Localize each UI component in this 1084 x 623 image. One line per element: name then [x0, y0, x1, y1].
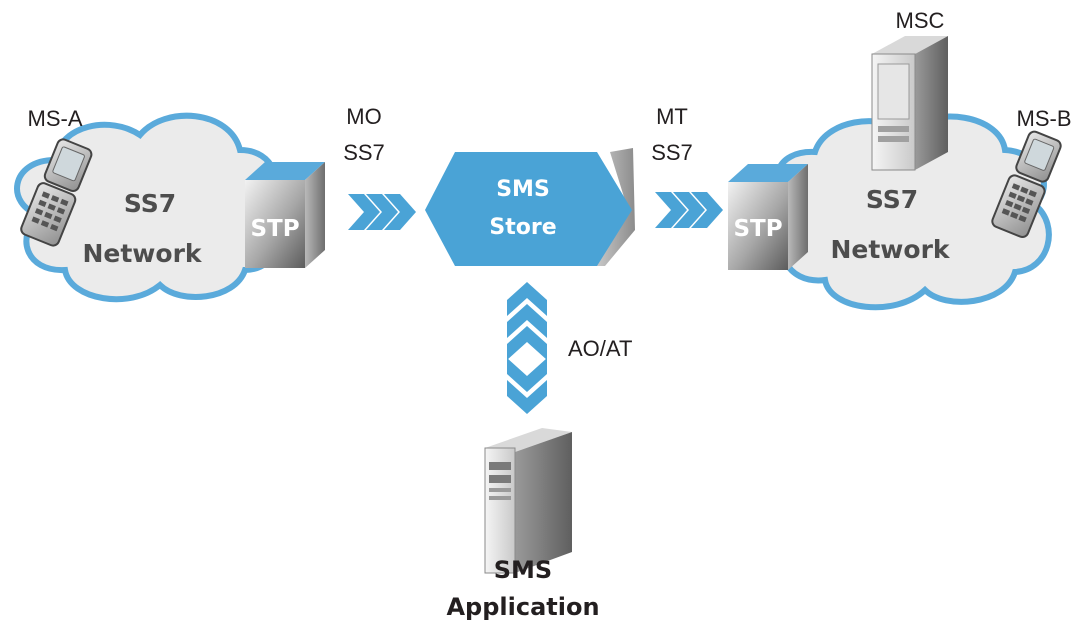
right-network-label-line2: Network — [830, 235, 950, 264]
sms-store-hexagon — [425, 148, 635, 266]
left-stp-label: STP — [250, 216, 299, 242]
sms-store-label-line1: SMS — [496, 177, 550, 202]
ms-a-phone-icon — [20, 138, 93, 247]
ao-at-label: AO/AT — [568, 336, 632, 361]
mt-chevron-arrows — [655, 192, 723, 228]
mt-label-line2: SS7 — [651, 140, 693, 165]
msc-label: MSC — [896, 8, 945, 33]
right-ss7-network-cloud — [774, 113, 1052, 311]
ms-a-label: MS-A — [28, 106, 83, 131]
ms-b-phone-icon — [991, 130, 1062, 239]
ao-at-vertical-arrows — [507, 282, 547, 414]
sms-application-label-line1: SMS — [494, 556, 552, 584]
sms-application-server-icon — [484, 428, 572, 574]
right-stp-label: STP — [733, 216, 782, 242]
left-network-label-line1: SS7 — [124, 189, 176, 218]
mo-label-line2: SS7 — [343, 140, 385, 165]
left-stp-cube — [245, 162, 325, 268]
right-network-label-line1: SS7 — [866, 185, 918, 214]
right-stp-cube — [728, 164, 808, 270]
ms-b-label: MS-B — [1017, 106, 1072, 131]
mo-chevron-arrows — [348, 194, 416, 230]
sms-store-label-line2: Store — [489, 215, 556, 240]
msc-server-icon — [871, 36, 948, 171]
left-network-label-line2: Network — [82, 239, 202, 268]
mt-label-line1: MT — [656, 104, 688, 129]
sms-application-label-line2: Application — [446, 593, 599, 621]
mo-label-line1: MO — [346, 104, 381, 129]
